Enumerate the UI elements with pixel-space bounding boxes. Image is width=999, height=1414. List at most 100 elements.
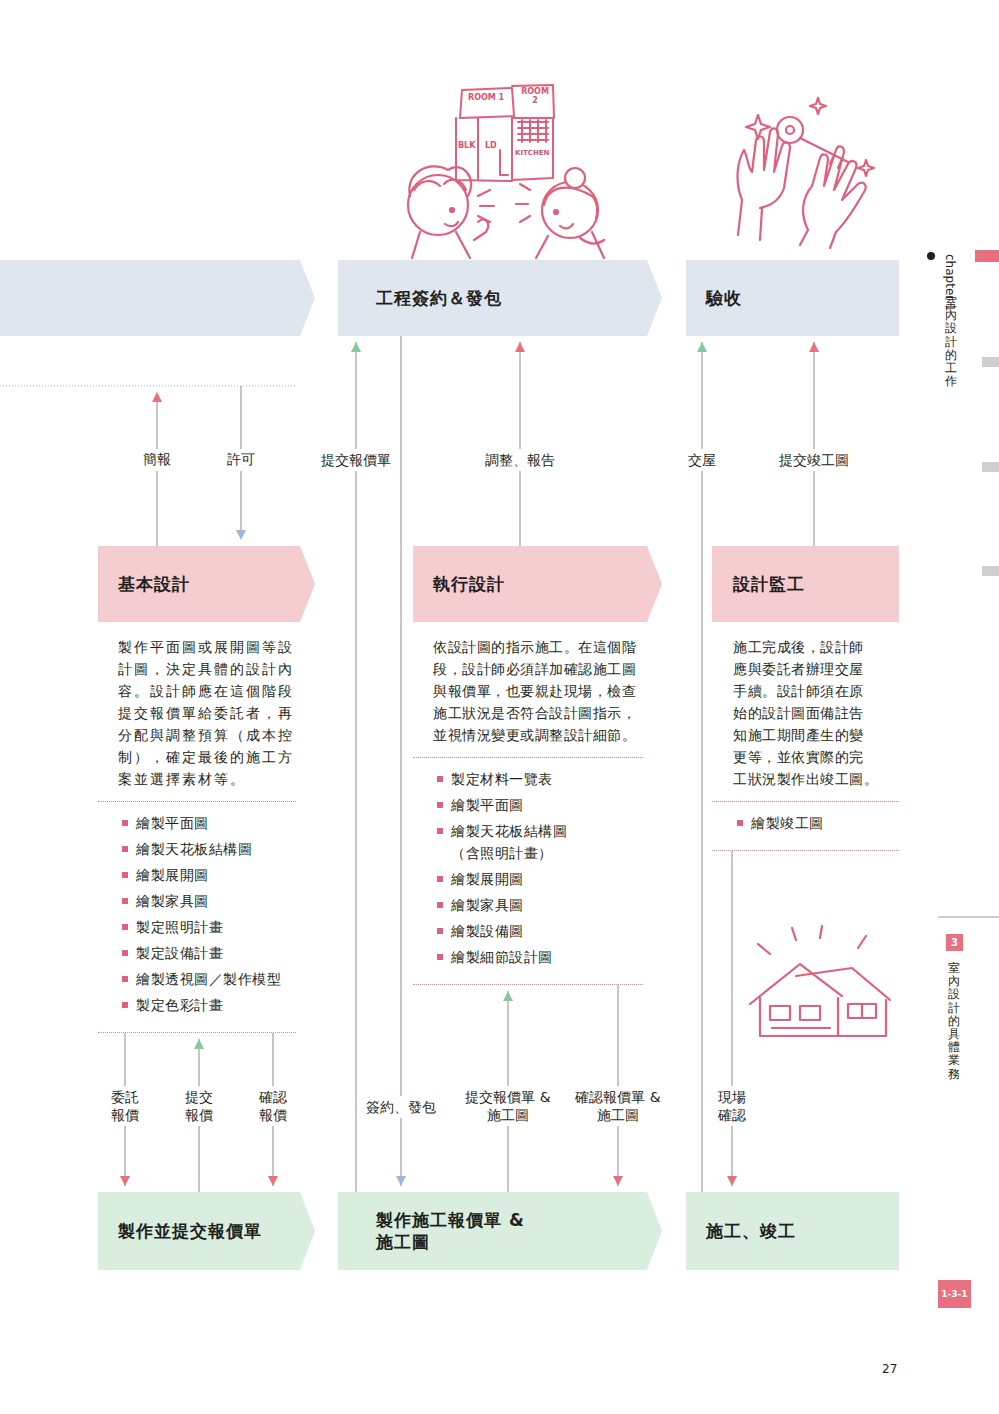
side-tab: [927, 250, 999, 1308]
band-title: 施工、竣工: [686, 1220, 796, 1242]
phase-header: 設計監工: [712, 546, 899, 622]
band-fill: [712, 546, 899, 622]
band-fill: [686, 260, 899, 336]
task-item: 製定照明計畫: [136, 916, 306, 938]
connector-label: 提交報價單: [320, 449, 392, 471]
dotted-rule: [712, 850, 899, 851]
task-list: 繪製平面圖繪製天花板結構圖繪製展開圖繪製家具圖製定照明計畫製定設備計畫繪製透視圖…: [98, 802, 315, 1032]
task-item: 繪製展開圖: [451, 868, 621, 890]
band-title: 製作並提交報價單: [98, 1220, 262, 1242]
key-hands-sketch: [738, 98, 874, 248]
process-band: 製作施工報價單 & 施工圖: [338, 1192, 662, 1270]
task-row: 繪製天花板結構圖: [98, 838, 315, 860]
band-fill: [98, 546, 315, 622]
connector-label: 委託 報價: [104, 1086, 146, 1126]
bullet-square: [122, 872, 128, 878]
phase-title: 基本設計: [98, 573, 190, 595]
task-row: 製定照明計畫: [98, 916, 315, 938]
bullet-square: [122, 976, 128, 982]
left-band: [0, 260, 315, 336]
phase-description: 施工完成後，設計師 應與委託者辦理交屋 手續。設計師須在原 始的設計圖面備註告 …: [733, 622, 883, 801]
task-list: 繪製竣工圖: [712, 802, 899, 850]
connector-label: 提交報價單 & 施工圖: [452, 1086, 564, 1126]
connector: [814, 342, 815, 546]
band-title: 驗收: [686, 287, 742, 309]
task-row: 繪製平面圖: [98, 812, 315, 834]
text-label: 室內設計的具體業務: [948, 962, 960, 1081]
bullet-square: [122, 898, 128, 904]
task-row: 繪製設備圖: [413, 920, 662, 942]
dotted-rule: [98, 801, 296, 802]
bullet-square: [122, 820, 128, 826]
task-row: 製定色彩計畫: [98, 994, 315, 1016]
band-fill: [338, 1192, 662, 1270]
text-label: 27: [882, 1362, 897, 1376]
phase-description: 依設計圖的指示施工。在這個階 段，設計師必須詳加確認施工圖 與報價單，也要親赴現…: [433, 622, 643, 757]
task-item: 繪製竣工圖: [751, 812, 899, 834]
text-label: 3: [946, 934, 963, 951]
text-label: BLK: [458, 142, 475, 151]
band-fill: [686, 1192, 899, 1270]
task-item: 繪製平面圖: [136, 812, 306, 834]
connector-label: 簽約、發包: [365, 1096, 437, 1118]
process-band: 工程簽約＆發包: [338, 260, 662, 336]
task-item: 繪製家具圖: [451, 894, 621, 916]
task-item: 繪製天花板結構圖: [136, 838, 306, 860]
phase-header: 執行設計: [413, 546, 662, 622]
task-row: 繪製家具圖: [413, 894, 662, 916]
task-item: 繪製平面圖: [451, 794, 621, 816]
connector: [732, 851, 733, 1186]
task-row: 繪製細節設計圖: [413, 946, 662, 968]
task-row: 繪製竣工圖: [712, 812, 899, 834]
connector-label: 提交 報價: [178, 1086, 220, 1126]
task-item: 製定設備計畫: [136, 942, 306, 964]
task-list: 製定材料一覽表繪製平面圖繪製天花板結構圖 （含照明計畫）繪製展開圖繪製家具圖繪製…: [413, 758, 662, 984]
task-item: 繪製展開圖: [136, 864, 306, 886]
bullet-square: [437, 776, 443, 782]
house-sketch: [750, 926, 890, 1036]
task-row: 繪製展開圖: [413, 868, 662, 890]
connector: [520, 342, 521, 546]
band-shape: [338, 1192, 662, 1270]
phase-description: 製作平面圖或展開圖等設 計圖，決定具體的設計內 容。設計師應在這個階段 提交報價…: [118, 622, 304, 801]
task-row: 製定材料一覽表: [413, 768, 662, 790]
bullet-square: [437, 928, 443, 934]
connector: [401, 336, 402, 1186]
task-item: 製定色彩計畫: [136, 994, 306, 1016]
connector-label: 提交竣工圖: [778, 449, 850, 471]
task-row: 繪製展開圖: [98, 864, 315, 886]
task-item: 繪製設備圖: [451, 920, 621, 942]
text-label: ROOM 2: [520, 88, 550, 106]
phase-title: 執行設計: [413, 573, 505, 595]
text-label: ROOM 1: [468, 94, 504, 103]
bullet-square: [122, 950, 128, 956]
dotted-rule: [413, 984, 643, 985]
text-label: KITCHEN: [515, 150, 549, 158]
bullet-square: [437, 802, 443, 808]
text-label: LD: [485, 142, 497, 151]
connector-label: 確認報價單 & 施工圖: [562, 1086, 674, 1126]
bullet-square: [122, 1002, 128, 1008]
bullet-square: [437, 902, 443, 908]
band-title: 工程簽約＆發包: [338, 287, 502, 309]
band-fill: [413, 546, 662, 622]
dotted-rule: [712, 801, 899, 802]
task-item: 繪製透視圖／製作模型: [136, 968, 306, 990]
bullet-square: [122, 846, 128, 852]
connector-label: 確認 報價: [252, 1086, 294, 1126]
text-label: 室內設計的工作: [945, 296, 957, 388]
process-band: 驗收: [686, 260, 899, 336]
dotted-rule: [0, 386, 296, 387]
phase-column: 設計監工施工完成後，設計師 應與委託者辦理交屋 手續。設計師須在原 始的設計圖面…: [712, 546, 899, 851]
bullet-square: [437, 876, 443, 882]
task-item: 繪製細節設計圖: [451, 946, 621, 968]
task-row: 製定設備計畫: [98, 942, 315, 964]
bullet-square: [737, 820, 743, 826]
connector-label: 交屋: [687, 449, 717, 471]
process-band: 製作並提交報價單: [98, 1192, 315, 1270]
phase-column: 執行設計依設計圖的指示施工。在這個階 段，設計師必須詳加確認施工圖 與報價單，也…: [413, 546, 662, 985]
task-row: 繪製透視圖／製作模型: [98, 968, 315, 990]
bullet-square: [437, 954, 443, 960]
bullet-square: [437, 828, 443, 834]
phase-title: 設計監工: [712, 573, 805, 595]
